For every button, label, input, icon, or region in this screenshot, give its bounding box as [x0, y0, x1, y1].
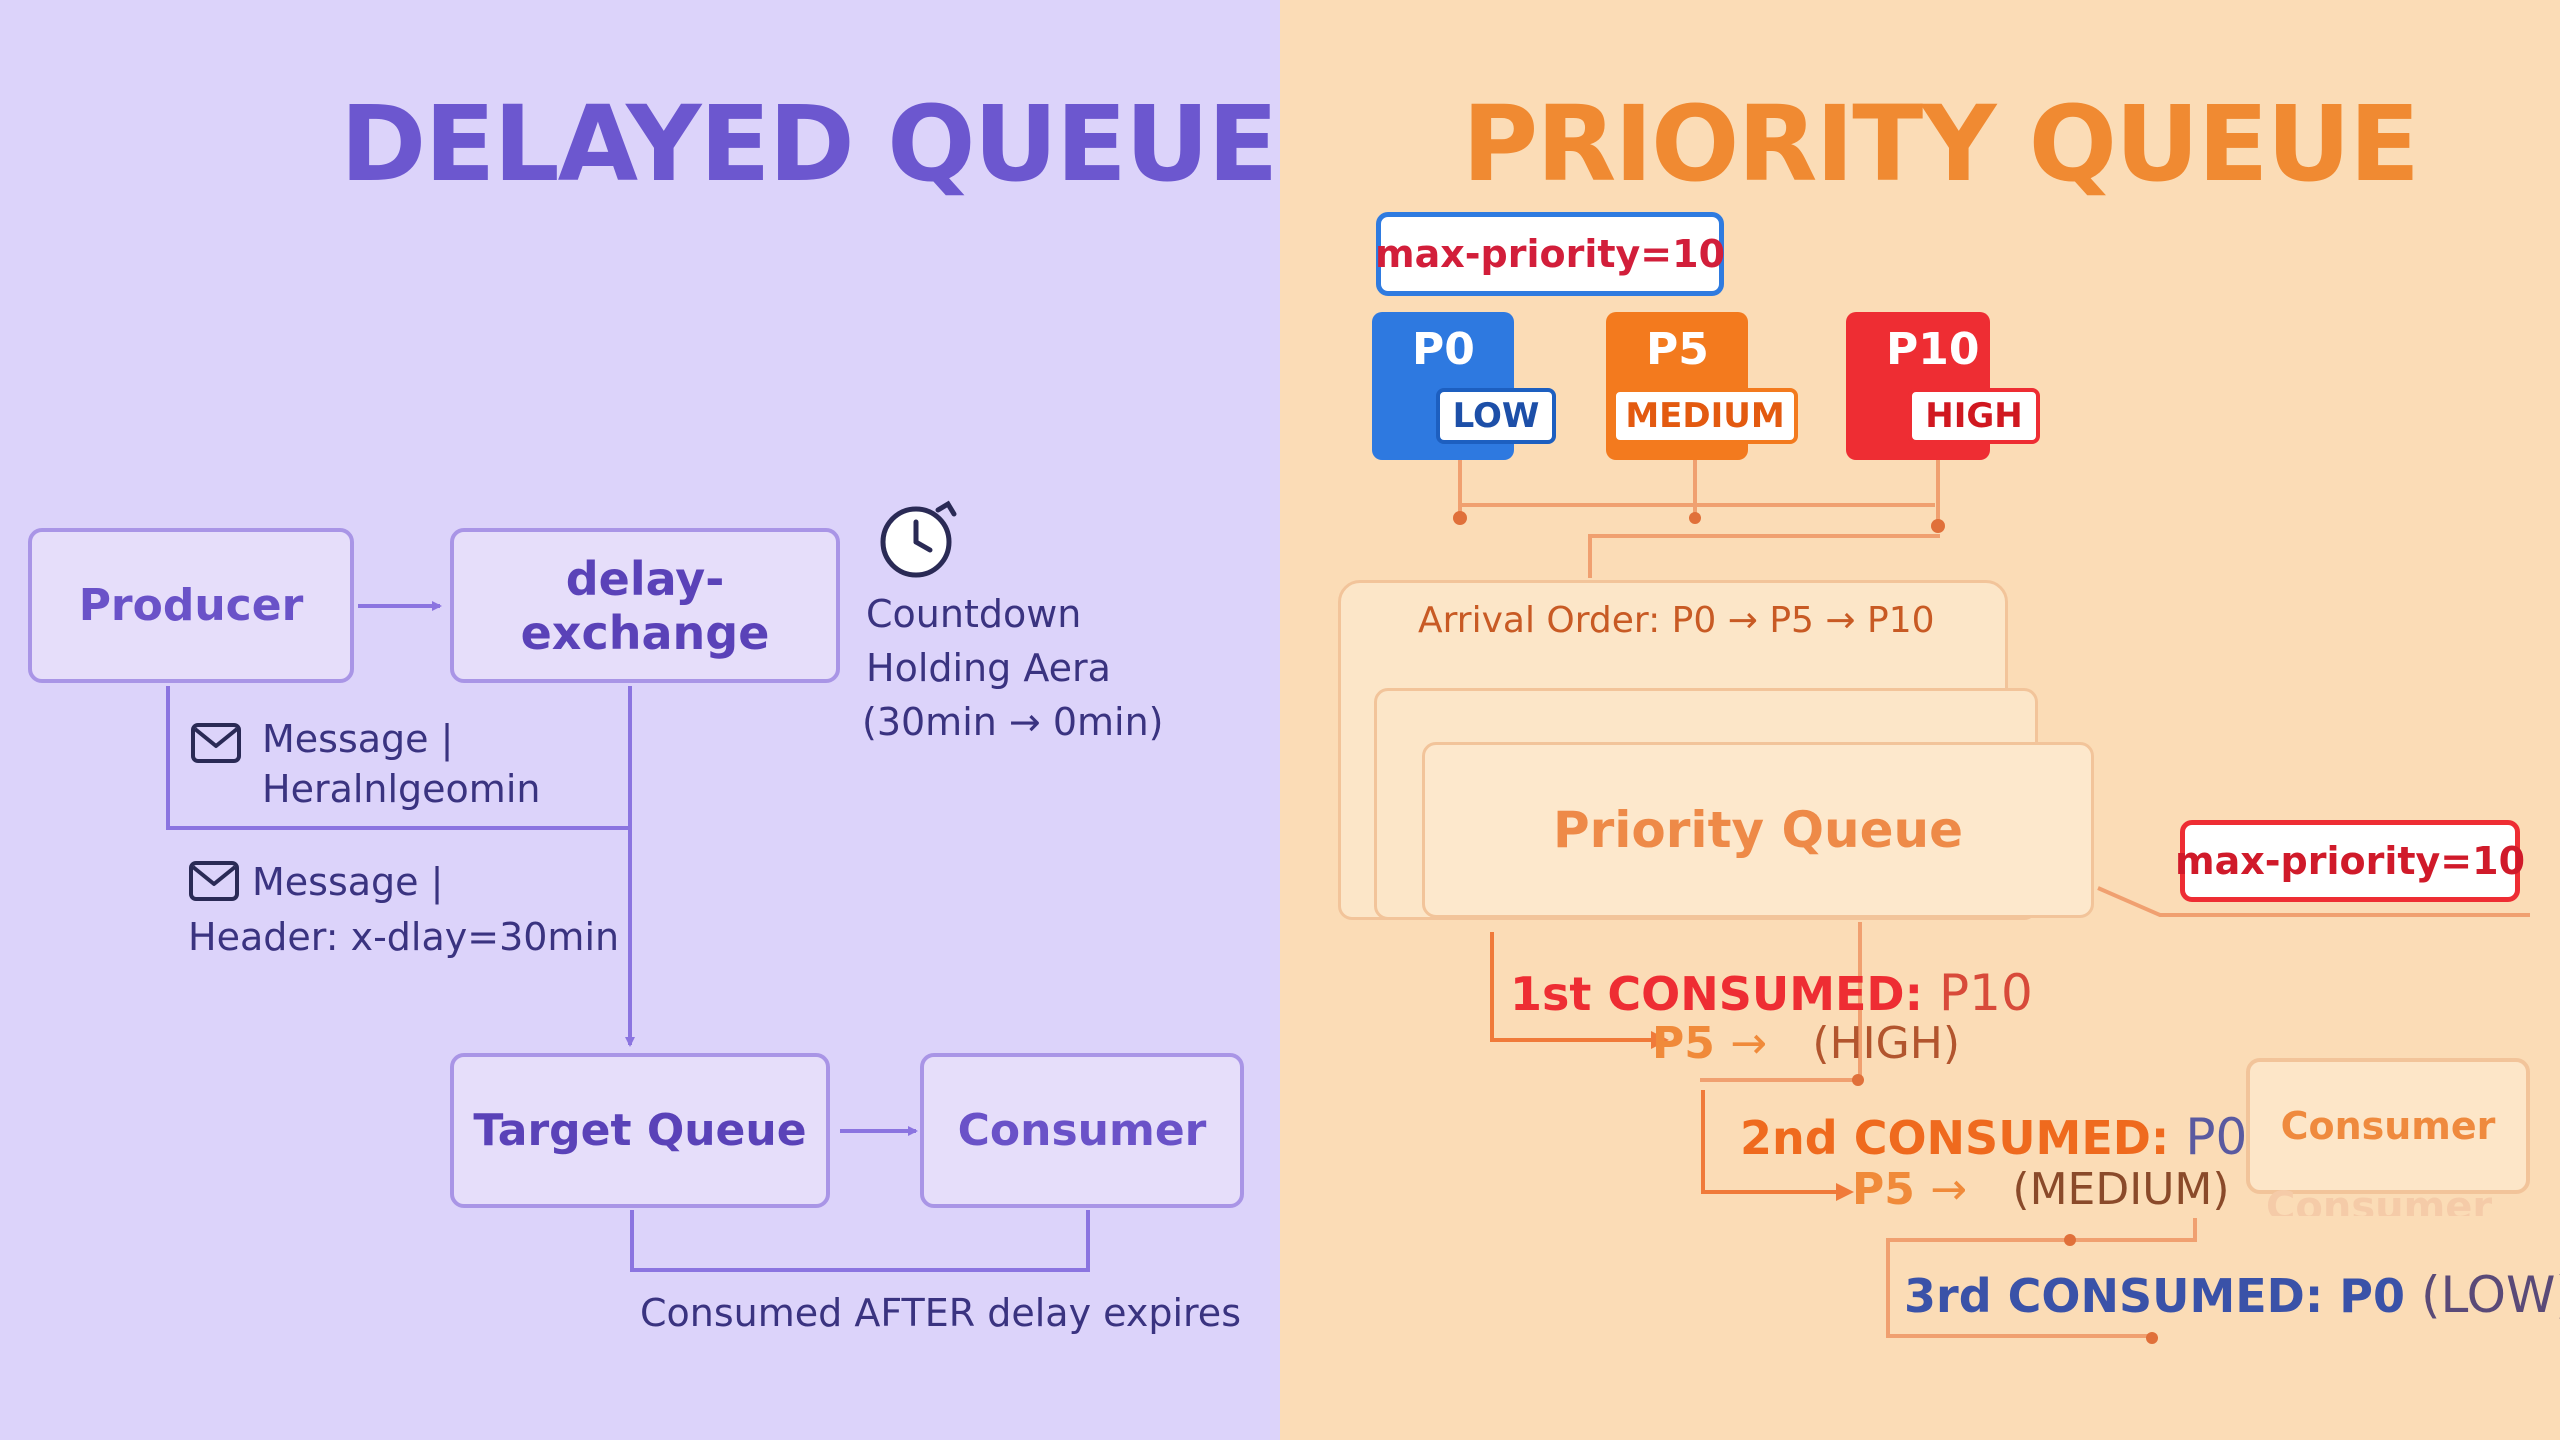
arrival-order-label: Arrival Order: P0 → P5 → P10: [1418, 600, 1935, 641]
first-consumed-sub-level: (HIGH): [1812, 1018, 1960, 1069]
second-consumed-sub: P5 → (MEDIUM): [1852, 1164, 2230, 1215]
p0-level-tag: LOW: [1436, 388, 1556, 444]
p10-label: P10: [1886, 324, 1980, 375]
first-consumed-sub-p: P5: [1652, 1018, 1715, 1069]
message-1-header: Heralnlgeomin: [262, 767, 541, 811]
second-consumed-sub-p: P5: [1852, 1164, 1915, 1215]
delayed-queue-title: DELAYED QUEUE: [340, 83, 1278, 205]
priority-queue-title: PRIORITY QUEUE: [1462, 83, 2420, 205]
consumer-box: Consumer: [920, 1053, 1244, 1208]
second-consumed-line: 2nd CONSUMED: P0: [1740, 1108, 2247, 1166]
producer-box: Producer: [28, 528, 354, 683]
delay-exchange-box: delay-exchange: [450, 528, 840, 683]
envelope-icon: [189, 861, 239, 901]
first-consumed-sub: P5 → (HIGH): [1652, 1018, 1960, 1069]
p5-label: P5: [1646, 324, 1709, 375]
delayed-footer-note: Consumed AFTER delay expires: [640, 1291, 1241, 1335]
p0-box: P0: [1372, 312, 1514, 460]
priority-consumer-box: Consumer: [2246, 1058, 2530, 1194]
first-consumed-line: 1st CONSUMED: P10: [1510, 964, 2033, 1022]
first-consumed-value: P10: [1939, 964, 2033, 1022]
envelope-icon: [191, 723, 241, 763]
max-priority-tag: max-priority=10: [1375, 212, 1725, 296]
priority-queue-box: Priority Queue: [1422, 742, 2094, 918]
stopwatch-icon: [880, 500, 957, 578]
target-queue-box: Target Queue: [450, 1053, 830, 1208]
third-consumed-line: 3rd CONSUMED: P0 (LOW): [1904, 1266, 2560, 1324]
second-consumed-value: P0: [2185, 1108, 2248, 1166]
holding-area-label: Holding Aera: [866, 646, 1111, 690]
message-1-label: Message |: [262, 717, 454, 761]
p10-level-tag: HIGH: [1908, 388, 2040, 444]
third-consumed-level: (LOW): [2421, 1266, 2560, 1324]
first-consumed-sub-arrow: →: [1730, 1018, 1768, 1069]
max-priority-tag-right: max-priority=10: [2175, 820, 2525, 902]
priority-consumer-shadow-label: Consumer: [2266, 1184, 2493, 1216]
message-2-header: Header: x-dlay=30min: [188, 915, 620, 959]
third-consumed-text: 3rd CONSUMED: P0: [1904, 1269, 2405, 1323]
p5-level-tag: MEDIUM: [1612, 388, 1798, 444]
message-2-label: Message |: [252, 860, 444, 904]
second-consumed-sub-level: (MEDIUM): [2012, 1164, 2230, 1215]
p0-label: P0: [1412, 324, 1475, 375]
countdown-label: Countdown: [866, 592, 1082, 636]
second-consumed-prefix: 2nd CONSUMED:: [1740, 1111, 2170, 1165]
second-consumed-sub-arrow: →: [1930, 1164, 1968, 1215]
countdown-range-label: (30min → 0min): [862, 700, 1164, 744]
first-consumed-prefix: 1st CONSUMED:: [1510, 967, 1924, 1021]
